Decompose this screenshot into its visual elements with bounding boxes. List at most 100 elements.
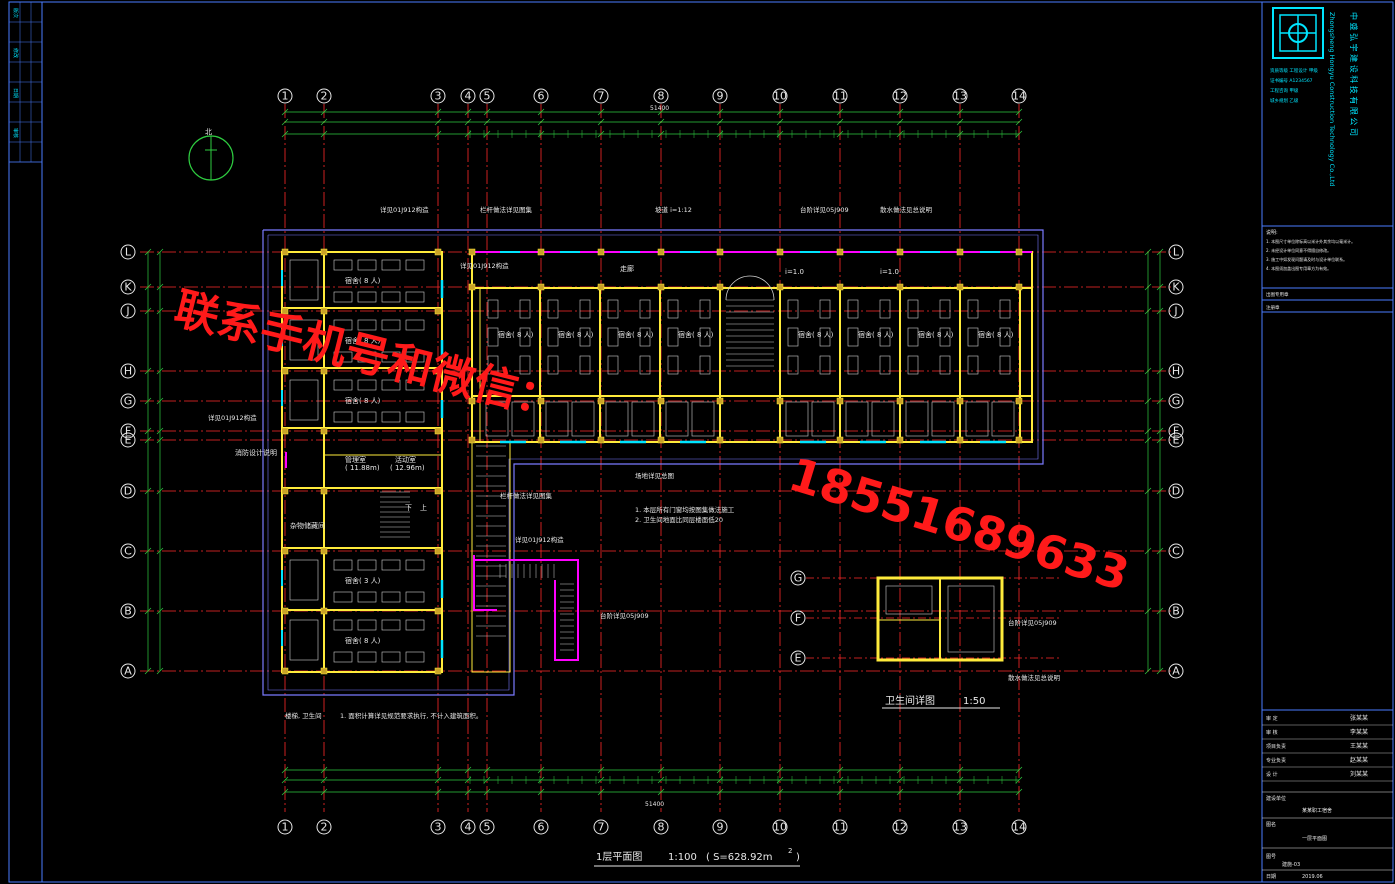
dimension-tick — [144, 436, 152, 444]
column — [776, 397, 784, 405]
axis-bubble-row-text: K — [124, 281, 132, 294]
axis-bubble-detail-text: G — [794, 572, 803, 585]
bed-block — [547, 327, 559, 347]
sign-name: 王某某 — [1350, 743, 1368, 750]
column — [956, 248, 964, 256]
axis-bubble-column-circle — [1011, 819, 1027, 835]
sign-role: 审 核 — [1266, 729, 1278, 736]
dimension-tick — [320, 108, 328, 116]
axis-bubble-column-text: 14 — [1012, 90, 1026, 103]
callout: 坡道 i=1:12 — [655, 205, 692, 214]
axis-bubble-row: C — [120, 543, 136, 559]
column — [597, 397, 605, 405]
axis-bubble-column: 2 — [316, 819, 332, 835]
axis-bubble-column: 14 — [1011, 819, 1027, 835]
dimension-tick — [956, 108, 964, 116]
axis-bubble-row-text: F — [125, 425, 131, 438]
dimension-tick — [1156, 487, 1164, 495]
bed-block — [967, 327, 979, 347]
toilet-block — [571, 401, 595, 437]
dimension-tick — [896, 118, 904, 126]
column — [468, 283, 476, 291]
axis-bubble-column-circle — [593, 88, 609, 104]
axis-bubble-column-circle — [430, 88, 446, 104]
axis-bubble-column-text: 2 — [321, 90, 328, 103]
dimension-tick — [597, 130, 605, 138]
dimension-tick — [716, 788, 724, 796]
axis-bubble-row-circle — [120, 393, 136, 409]
bed-block — [357, 651, 377, 663]
column — [320, 607, 328, 615]
sign-name: 赵某某 — [1350, 756, 1368, 764]
dimension-tick — [1156, 397, 1164, 405]
dimension-tick — [776, 108, 784, 116]
company-name-en: Zhongsheng Hongyu Construction Technolog… — [1328, 12, 1336, 187]
axis-bubble-row-text: J — [1173, 305, 1177, 318]
bed-block — [699, 327, 711, 347]
bed-block — [381, 591, 401, 603]
axis-bubble-column-text: 4 — [465, 821, 472, 834]
room-label: 宿舍( 8 人) — [345, 636, 381, 645]
bed-block — [847, 327, 859, 347]
room-label: 宿舍( 3 人) — [345, 576, 381, 585]
dimension-tick — [836, 108, 844, 116]
dimension-tick — [156, 367, 164, 375]
revision-label: 版次 — [12, 8, 19, 18]
room-label: 宿舍( 8 人) — [798, 330, 834, 339]
axis-bubble-column: 6 — [533, 88, 549, 104]
column — [896, 436, 904, 444]
dimension-tick — [597, 776, 605, 784]
notes-line: 1. 本图尺寸单位除标高以米计外其余均以毫米计。 — [1266, 238, 1355, 244]
dimension-tick — [483, 766, 491, 774]
axis-bubble-column-text: 5 — [484, 90, 491, 103]
column — [434, 607, 442, 615]
title-block: 说明: 1. 本图尺寸单位除标高以米计外其余均以毫米计。 2. 未经设计单位同意… — [1262, 229, 1393, 880]
bed-block — [999, 327, 1011, 347]
column — [716, 248, 724, 256]
axis-bubble-column-circle — [892, 88, 908, 104]
axis-bubble-column-circle — [832, 88, 848, 104]
bed-block — [405, 291, 425, 303]
bed-block — [879, 299, 891, 319]
axis-bubble-column: 14 — [1011, 88, 1027, 104]
note: 1. 本层所有门窗均按图集做法施工 — [635, 505, 735, 514]
axis-bubble-column-text: 7 — [598, 821, 605, 834]
axis-labels-detail: GFE — [790, 570, 806, 666]
toilet-block — [631, 401, 655, 437]
bottom-left-note: 楼梯, 卫生间 — [285, 711, 322, 720]
axis-bubble-detail-circle — [790, 610, 806, 626]
dimension-tick — [1144, 667, 1152, 675]
dimension-tick — [1144, 487, 1152, 495]
bed-block — [879, 327, 891, 347]
bed-block — [333, 351, 353, 363]
axis-bubble-row: K — [1168, 279, 1184, 295]
axis-bubble-row-text: E — [125, 434, 132, 447]
plan-area-sup: 2 — [788, 847, 792, 855]
axis-bubble-row: J — [120, 303, 136, 319]
axis-bubble-column-circle — [277, 819, 293, 835]
bed-block — [787, 355, 799, 375]
dimension-tick — [597, 766, 605, 774]
bed-block — [879, 355, 891, 375]
bed-block — [787, 327, 799, 347]
column — [716, 283, 724, 291]
column — [956, 436, 964, 444]
dimension-tick — [144, 427, 152, 435]
bed-block — [699, 355, 711, 375]
column — [716, 397, 724, 405]
room-label: 宿舍( 8 人) — [978, 330, 1014, 339]
dimension-tick — [1156, 248, 1164, 256]
bed-block — [381, 619, 401, 631]
dimension-tick — [144, 367, 152, 375]
dimension-tick — [956, 766, 964, 774]
dimension-tick — [281, 788, 289, 796]
bed-block — [357, 591, 377, 603]
sign-role: 设 计 — [1266, 771, 1278, 778]
bed-block — [405, 319, 425, 331]
toilet-block — [691, 401, 715, 437]
column — [434, 367, 442, 375]
